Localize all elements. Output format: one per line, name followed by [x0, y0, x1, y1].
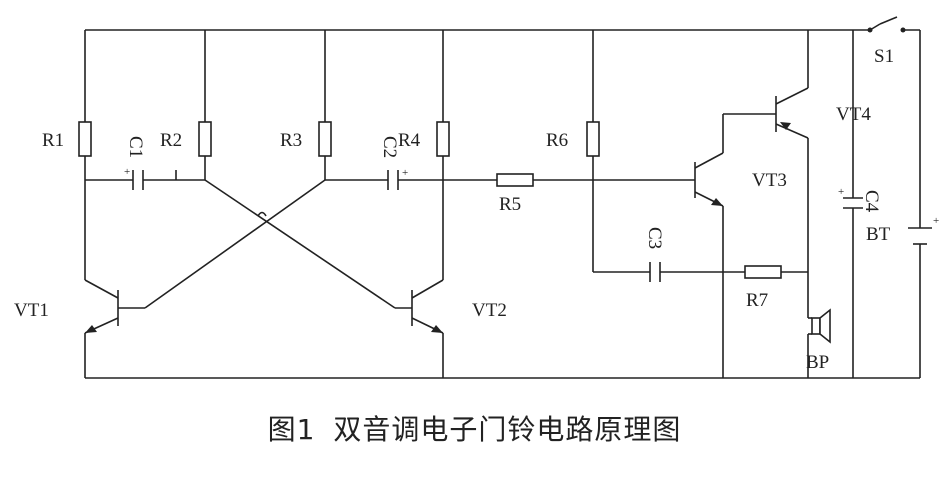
- label-vt4: VT4: [836, 104, 871, 125]
- cross-wire-r2-vt2: [204, 179, 396, 309]
- c4-plus-sign: +: [838, 186, 844, 198]
- r2-resistor: [198, 121, 212, 157]
- label-r6: R6: [546, 130, 568, 151]
- label-c4: C4: [861, 190, 882, 213]
- label-r4: R4: [398, 130, 421, 151]
- vt1-collector: [84, 279, 119, 299]
- figure-caption: 图1 双音调电子门铃电路原理图: [0, 408, 949, 448]
- vt3-emitter-arrow: [711, 198, 723, 206]
- c2-plus-sign: +: [402, 167, 408, 179]
- r6-resistor: [586, 121, 600, 157]
- cross-wire-r3-vt1: [144, 179, 326, 309]
- vt1-emitter-arrow: [85, 325, 97, 333]
- vt2-collector: [411, 279, 444, 299]
- label-r2: R2: [160, 130, 182, 151]
- r3-resistor: [318, 121, 332, 157]
- label-vt1: VT1: [14, 300, 49, 321]
- label-vt3: VT3: [752, 170, 787, 191]
- vt4-emitter: [775, 87, 809, 105]
- label-s1: S1: [874, 46, 894, 67]
- label-vt2: VT2: [472, 300, 507, 321]
- label-c3: C3: [644, 227, 665, 249]
- vt2-emitter-arrow: [431, 325, 443, 333]
- label-r1: R1: [42, 130, 64, 151]
- label-c2: C2: [379, 136, 400, 158]
- vt4-emitter-arrow: [780, 122, 791, 130]
- switch-s1-lever: [879, 16, 898, 25]
- r7-resistor: [744, 265, 782, 279]
- label-bt: BT: [866, 224, 891, 245]
- figure-title: 双音调电子门铃电路原理图: [333, 413, 682, 446]
- label-bp: BP: [806, 352, 829, 373]
- r1-resistor: [78, 121, 92, 157]
- schematic: R1 R2 R3 R4 R5 R6 R7 C1 C2 C3 C4 + + + +…: [14, 16, 939, 379]
- speaker-bp-body: [811, 317, 821, 335]
- r5-resistor: [496, 173, 534, 187]
- vt3-collector: [694, 152, 724, 169]
- vt4-collector: [775, 123, 809, 139]
- label-r5: R5: [499, 194, 521, 215]
- figure-number: 图1: [267, 413, 316, 446]
- r4-resistor: [436, 121, 450, 157]
- crossing-hop: [257, 211, 267, 217]
- bt-plus-sign: +: [933, 215, 939, 227]
- speaker-bp-cone: [819, 308, 831, 344]
- c1-plus-sign: +: [124, 166, 130, 178]
- switch-s1-contact-left: [867, 27, 873, 33]
- label-r7: R7: [746, 290, 768, 311]
- label-c1: C1: [125, 136, 146, 158]
- label-r3: R3: [280, 130, 302, 151]
